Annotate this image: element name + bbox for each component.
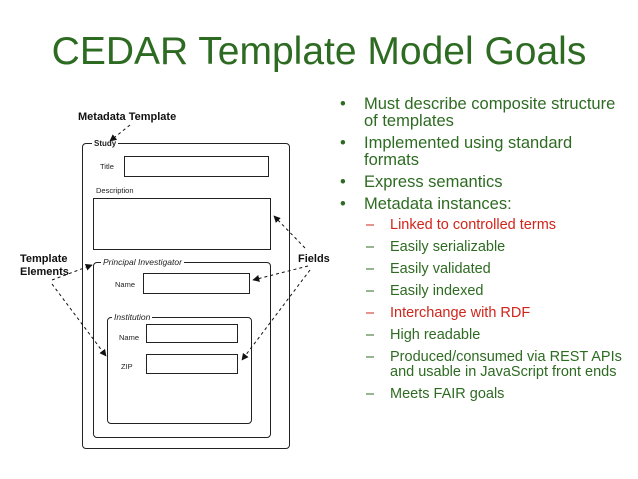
sub-bullet-item: Easily indexed xyxy=(366,284,630,300)
sub-bullet-item: Meets FAIR goals xyxy=(366,387,630,403)
sub-bullet-item: Easily serializable xyxy=(366,240,630,256)
metadata-template-arrow xyxy=(109,124,131,142)
template-elements-arrow-pi xyxy=(51,263,93,281)
pi-name-label: Name xyxy=(115,280,136,289)
description-field-label: Description xyxy=(96,186,134,195)
metadata-template-label: Metadata Template xyxy=(78,111,177,123)
study-label: Study xyxy=(92,139,119,148)
template-elements-label: Template Elements xyxy=(20,253,69,278)
description-input xyxy=(93,198,271,250)
inst-name-label: Name xyxy=(119,333,140,342)
zip-label: ZIP xyxy=(121,362,133,371)
inst-name-input xyxy=(146,324,238,343)
bullet-item: Metadata instances: xyxy=(340,196,630,214)
bullet-item: Implemented using standard formats xyxy=(340,135,630,169)
bullet-list: Must describe composite structure of tem… xyxy=(340,96,630,409)
fields-arrow-zip xyxy=(241,269,311,361)
slide-title: CEDAR Template Model Goals xyxy=(51,30,587,73)
bullet-item: Express semantics xyxy=(340,174,630,192)
fields-label: Fields xyxy=(298,253,330,265)
sub-bullet-item: Interchange with RDF xyxy=(366,306,630,322)
zip-input xyxy=(146,354,238,374)
bullet-item: Must describe composite structure of tem… xyxy=(340,96,630,130)
sub-bullet-item: Easily validated xyxy=(366,262,630,278)
sub-bullet-item: Linked to controlled terms xyxy=(366,218,630,234)
title-input xyxy=(124,156,269,177)
sub-bullet-list: Linked to controlled terms Easily serial… xyxy=(340,218,630,403)
title-field-label: Title xyxy=(100,162,114,171)
principal-investigator-label: Principal Investigator xyxy=(101,257,184,267)
fields-arrow-description xyxy=(273,215,306,249)
template-elements-arrow-institution xyxy=(51,283,107,357)
sub-bullet-item: Produced/consumed via REST APIs and usab… xyxy=(366,350,630,380)
fields-arrow-pi-name xyxy=(252,265,309,282)
pi-name-input xyxy=(143,273,250,294)
sub-bullet-item: High readable xyxy=(366,328,630,344)
study-box xyxy=(82,143,290,449)
institution-box xyxy=(107,317,252,424)
institution-label: Institution xyxy=(112,312,153,322)
